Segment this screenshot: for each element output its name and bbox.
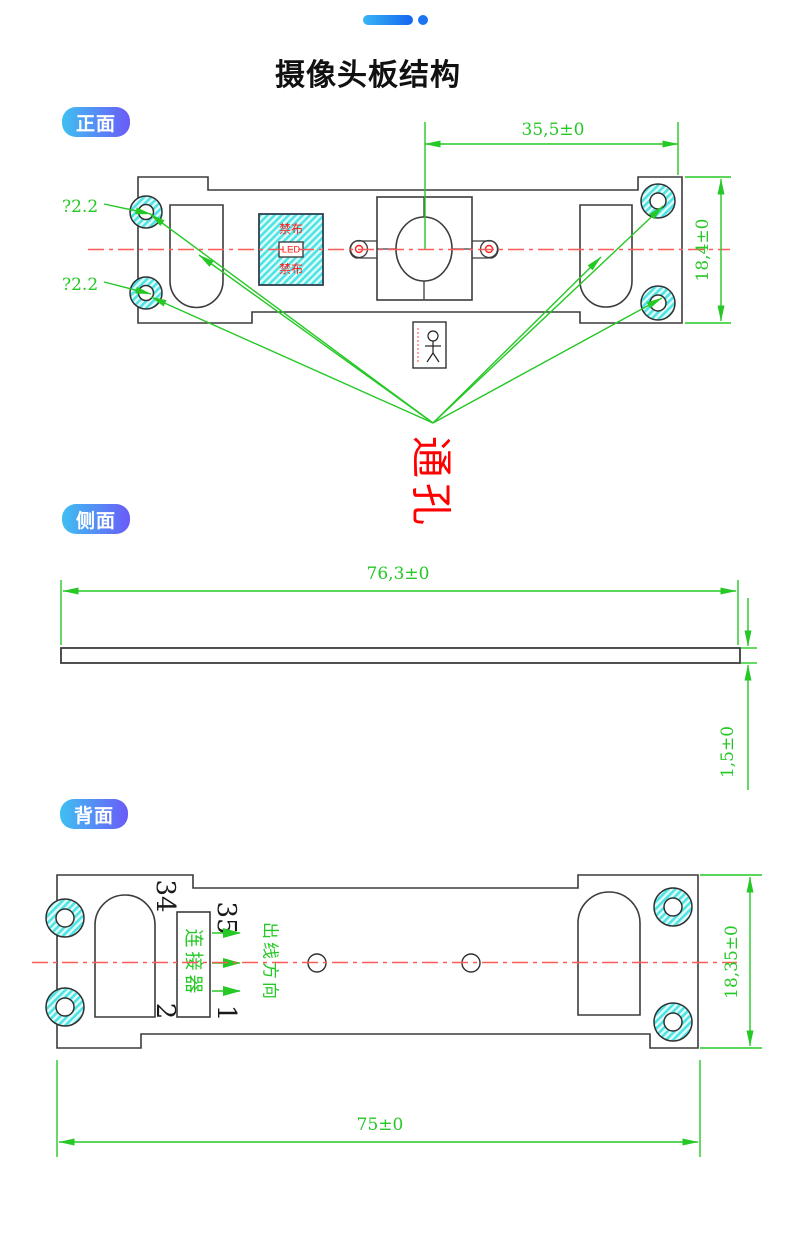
pin-34-label: 34 [150,879,180,912]
wire-direction-label: 出线方向 [261,922,280,1002]
back-width-dimension: 75±0 [56,1060,701,1157]
side-board [60,647,741,664]
title-deco-dot [418,15,428,25]
side-width-dimension: 76,3±0 [60,564,739,645]
front-right-slot [579,204,633,308]
front-width-dimension: 35,5±0 [424,120,679,249]
back-right-slot [577,891,641,1016]
front-left-slot [169,204,224,309]
page-title: 摄像头板结构 [275,59,461,92]
svg-text:18,35±0: 18,35±0 [722,925,742,999]
svg-text:1,5±0: 1,5±0 [718,726,738,778]
back-left-slot [94,894,156,1018]
back-view: 连接器 34 35 2 1 出线方向 [32,874,762,1157]
keepout-top-label: 禁布 [279,222,303,236]
title-deco-dash [363,15,413,25]
hole-diameter-label-bottom: ?2.2 [62,275,98,295]
back-board-outline [56,874,699,1049]
through-hole-label: 通孔 [408,436,455,530]
hole-diameter-label-top: ?2.2 [62,197,98,217]
back-mount-holes [45,887,693,1042]
keepout-bottom-label: 禁布 [279,262,303,276]
pin-35-label: 35 [211,901,241,934]
front-board-outline [137,176,683,324]
back-view-badge: 背面 [60,799,128,829]
front-height-dimension: 18,4±0 [685,176,731,324]
svg-text:18,4±0: 18,4±0 [693,219,713,282]
side-view-badge: 侧面 [62,504,130,534]
svg-text:75±0: 75±0 [357,1115,404,1135]
connector [176,911,211,1018]
svg-text:35,5±0: 35,5±0 [522,120,585,140]
side-thickness-dimension: 1,5±0 [718,598,757,790]
front-view: 禁布 LED 禁布 [62,120,731,530]
back-height-dimension: 18,35±0 [700,874,762,1049]
front-view-badge: 正面 [62,107,130,137]
through-hole-leaders [149,205,664,424]
side-view: 76,3±0 1,5±0 [60,564,757,790]
pin-2-label: 2 [150,1003,180,1020]
pin-1-label: 1 [211,1005,241,1022]
certification-mark [412,321,447,369]
svg-text:76,3±0: 76,3±0 [367,564,430,584]
